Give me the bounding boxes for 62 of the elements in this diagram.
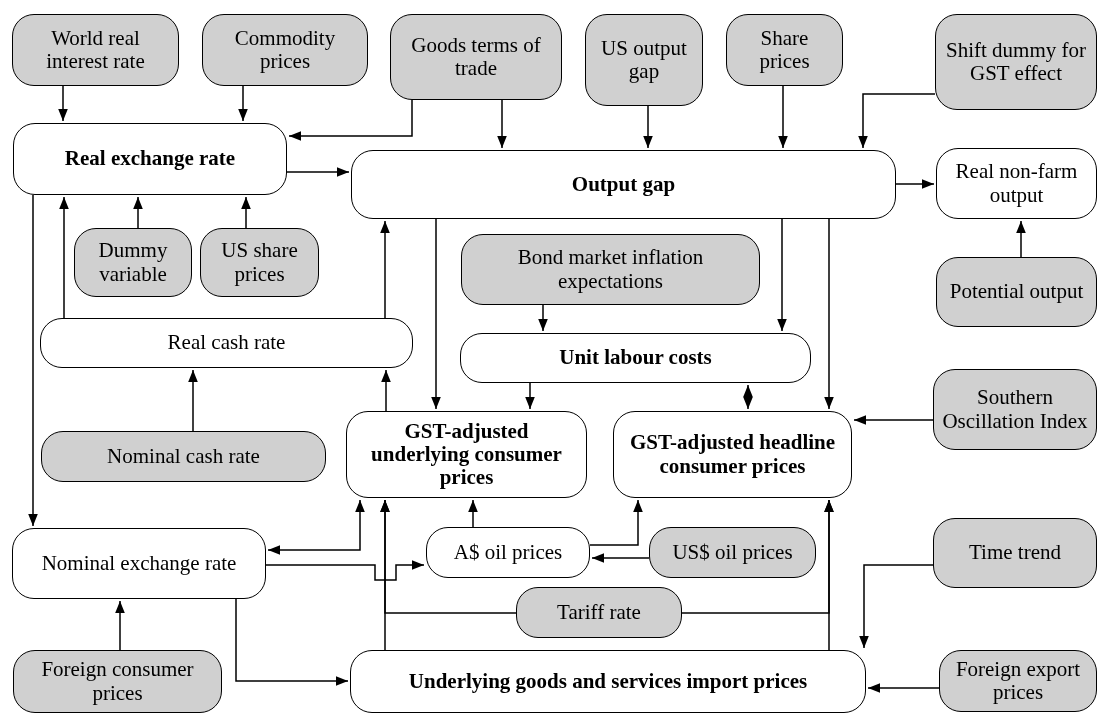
arrow	[858, 93, 936, 149]
arrow	[867, 683, 940, 693]
arrow	[538, 304, 548, 332]
process-box: Dummy variable	[74, 228, 192, 297]
arrow	[115, 600, 125, 651]
arrow	[643, 105, 653, 149]
arrow	[241, 196, 251, 229]
process-box: Foreign export prices	[939, 650, 1097, 712]
arrow	[431, 218, 441, 410]
process-box: Real cash rate	[40, 318, 413, 368]
process-box: Real non-farm output	[936, 148, 1097, 219]
arrow	[381, 369, 391, 412]
arrow	[743, 384, 753, 410]
arrow	[235, 598, 349, 686]
process-box: US$ oil prices	[649, 527, 816, 578]
process-box: US output gap	[585, 14, 703, 106]
arrow	[265, 560, 425, 581]
process-box: Shift dummy for GST effect	[935, 14, 1097, 110]
arrow	[133, 196, 143, 229]
process-box: GST-adjusted underlying consumer prices	[346, 411, 587, 498]
arrow	[681, 499, 834, 614]
arrow	[778, 85, 788, 149]
process-box: Nominal exchange rate	[12, 528, 266, 599]
process-box: Output gap	[351, 150, 896, 219]
arrow	[28, 194, 38, 527]
process-box: Foreign consumer prices	[13, 650, 222, 713]
arrow	[238, 85, 248, 122]
process-box: US share prices	[200, 228, 319, 297]
arrow	[525, 382, 535, 410]
arrow	[591, 553, 650, 563]
process-box: Potential output	[936, 257, 1097, 327]
arrow	[853, 415, 934, 425]
process-box: Time trend	[933, 518, 1097, 588]
arrow	[267, 499, 365, 555]
arrow	[58, 85, 68, 122]
arrow	[1016, 220, 1026, 258]
arrow	[895, 179, 935, 189]
process-box: Southern Oscillation Index	[933, 369, 1097, 450]
arrow	[380, 220, 390, 319]
arrow	[824, 218, 834, 410]
arrow	[59, 196, 69, 319]
arrow	[288, 99, 413, 141]
process-box: World real interest rate	[12, 14, 179, 86]
arrow	[468, 499, 478, 528]
process-box: Bond market inflation expectations	[461, 234, 760, 305]
process-box: A$ oil prices	[426, 527, 590, 578]
process-box: Real exchange rate	[13, 123, 287, 195]
process-box: Underlying goods and services import prices	[350, 650, 866, 713]
process-box: Tariff rate	[516, 587, 682, 638]
process-box: Nominal cash rate	[41, 431, 326, 482]
process-box: Share prices	[726, 14, 843, 86]
arrow	[188, 369, 198, 432]
arrow	[777, 218, 787, 332]
process-box: Unit labour costs	[460, 333, 811, 383]
arrow	[589, 499, 643, 546]
arrow	[859, 564, 934, 649]
process-box: GST-adjusted headline consumer prices	[613, 411, 852, 498]
arrow	[286, 167, 350, 177]
process-box: Goods terms of trade	[390, 14, 562, 100]
arrow	[497, 99, 507, 149]
arrow	[380, 499, 517, 614]
process-box: Commodity prices	[202, 14, 368, 86]
